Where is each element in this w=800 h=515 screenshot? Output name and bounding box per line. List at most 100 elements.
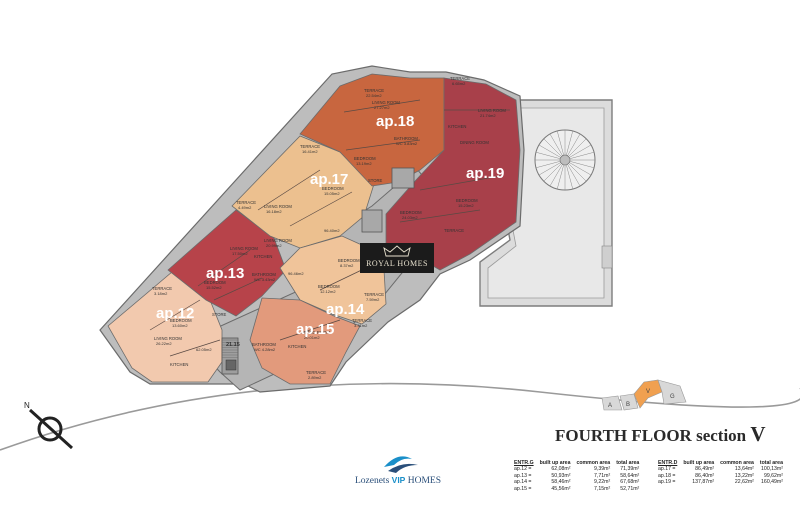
apartment-label-ap18: ap.18 xyxy=(376,113,414,130)
table-cell: 137,87m² xyxy=(692,479,715,486)
stair-area-label: 21.15 xyxy=(226,342,240,348)
table-cell: ap.15 = xyxy=(514,485,532,492)
room-area-label: 13.60m2 xyxy=(172,323,188,328)
room-area-label: WC 3.83m2 xyxy=(396,141,418,146)
table-header: common area xyxy=(576,460,611,466)
room-area-label: 20.01m2 xyxy=(304,335,320,340)
room-name-label: BEDROOM xyxy=(338,258,360,263)
table-cell: 45,56m² xyxy=(551,485,571,492)
room-area-label: WC 4.28m2 xyxy=(254,347,276,352)
table-cell: 58,64m² xyxy=(620,472,640,479)
table-header: total area xyxy=(616,460,640,466)
room-area-label: 7.59m2 xyxy=(366,297,380,302)
apartment-ap14 xyxy=(279,235,387,325)
room-name-label: TERRACE xyxy=(236,200,256,205)
room-name-label: TERRACE xyxy=(152,286,172,291)
table-cell: 7,15m² xyxy=(594,485,611,492)
room-name-label: BATHROOM xyxy=(252,342,276,347)
apartment-label-ap17: ap.17 xyxy=(310,171,348,188)
room-area-label: 24.03m2 xyxy=(402,215,418,220)
table-cell: 86,49m² xyxy=(695,466,715,473)
table-cell: ap.19 = xyxy=(658,479,676,486)
table-cell: 100,13m² xyxy=(761,466,783,473)
floor-title: FOURTH FLOOR section V xyxy=(555,422,766,447)
room-name-label: DINING ROOM xyxy=(460,140,489,145)
room-name-label: TERRACE xyxy=(352,318,372,323)
floor-title-section-letter: V xyxy=(750,422,766,446)
room-area-label: 15.23m2 xyxy=(458,203,474,208)
logo-text: Lozenets VIP HOMES xyxy=(348,475,448,486)
room-name-label: KITCHEN xyxy=(288,344,306,349)
room-area-label: 15.05m2 xyxy=(324,191,340,196)
watermark-text: ROYAL HOMES xyxy=(366,259,428,268)
room-name-label: LIVING ROOM xyxy=(478,108,506,113)
apartment-ap15 xyxy=(249,297,361,385)
stair-core xyxy=(221,167,415,375)
room-name-label: LIVING ROOM xyxy=(154,336,182,341)
table-cell: 160,49m² xyxy=(761,479,783,486)
table-cell: 9,22m² xyxy=(594,479,611,486)
floor-title-main: FOURTH FLOOR xyxy=(555,426,692,445)
table-cell: 67,68m² xyxy=(620,479,640,486)
table-cell: 13,22m² xyxy=(734,472,754,479)
hall3-area-label: 96.46m2 xyxy=(288,271,304,276)
room-name-label: TERRACE xyxy=(364,292,384,297)
table-cell: 62,08m² xyxy=(551,466,571,473)
room-area-label: 16.18m2 xyxy=(266,209,282,214)
lozenets-vip-homes-logo: Lozenets VIP HOMES xyxy=(348,447,448,489)
room-area-label: 6.65m2 xyxy=(452,81,466,86)
key-label-b: B xyxy=(626,402,630,408)
room-area-label: 22.54m2 xyxy=(366,93,382,98)
room-area-label: 12.12m2 xyxy=(320,289,336,294)
room-name-label: LIVING ROOM xyxy=(302,330,330,335)
table-cell: ap.14 = xyxy=(514,479,532,486)
svg-text:N: N xyxy=(24,401,30,410)
apartment-label-ap14: ap.14 xyxy=(326,301,365,318)
room-name-label: KITCHEN xyxy=(254,254,272,259)
room-area-label: 16.41m2 xyxy=(302,149,318,154)
room-area-label: 8.37m2 xyxy=(340,263,354,268)
table-header: total area xyxy=(759,460,783,466)
logo-text-part1: Lozenets xyxy=(354,476,390,486)
room-name-label: TERRACE xyxy=(306,370,326,375)
room-area-label: 4.49m2 xyxy=(238,205,252,210)
room-name-label: BEDROOM xyxy=(400,210,422,215)
logo-wave-icon xyxy=(384,456,418,473)
table-header: ENTR.G xyxy=(514,460,534,466)
room-name-label: BEDROOM xyxy=(322,186,344,191)
apartment-label-ap12: ap.12 xyxy=(156,305,194,322)
table-cell: 86,40m² xyxy=(695,472,715,479)
hall2-area-label: 96.40m2 xyxy=(324,228,340,233)
crown-icon xyxy=(383,245,411,257)
table-cell: 13,64m² xyxy=(734,466,754,473)
room-name-label: TERRACE xyxy=(450,76,470,81)
room-name-label: BEDROOM xyxy=(170,318,192,323)
room-area-label: 2.89m2 xyxy=(308,375,322,380)
room-area-label: WC 3.43m2 xyxy=(254,277,276,282)
logo-text-part3: HOMES xyxy=(407,476,441,486)
room-area-label: 15.52m2 xyxy=(206,285,222,290)
table-header: built up area xyxy=(539,460,571,466)
room-area-label: 27.27m2 xyxy=(374,105,390,110)
table-cell: ap.18 = xyxy=(658,472,676,479)
room-name-label: TERRACE xyxy=(444,228,464,233)
key-section-b xyxy=(619,393,639,411)
room-name-label: STORE xyxy=(368,178,383,183)
hall-area-label: 62.05m2 xyxy=(196,347,212,352)
table-header: common area xyxy=(720,460,754,466)
north-compass-icon: N xyxy=(24,401,74,450)
room-name-label: TERRACE xyxy=(364,88,384,93)
table-cell: ap.13 = xyxy=(514,472,532,479)
room-name-label: LIVING ROOM xyxy=(264,238,292,243)
apartment-label-ap19: ap.19 xyxy=(466,165,504,182)
section-key-map: A B V G xyxy=(601,379,687,411)
room-name-label: BEDROOM xyxy=(354,156,376,161)
